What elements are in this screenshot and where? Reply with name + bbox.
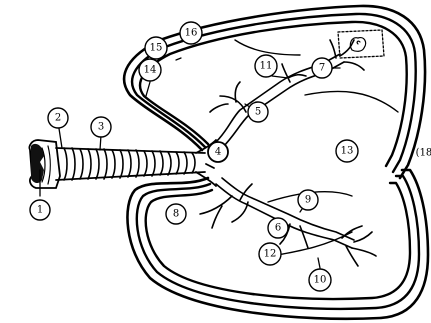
upper-branch-b [210,104,228,112]
svg-text:13: 13 [341,146,354,157]
callout-10: 10 [309,269,331,291]
svg-text:5: 5 [255,107,261,118]
lower-lung-surface [146,183,410,299]
svg-text:10: 10 [314,275,327,286]
svg-text:(18: (18 [416,148,431,159]
alveolus-dotted-box [338,30,384,58]
upper-fissure-2 [305,91,398,112]
callout-9: 9 [298,190,318,210]
callout-11: 11 [255,55,277,77]
svg-text:6: 6 [275,223,281,234]
lower-branch-a [200,196,232,228]
svg-text:1: 1 [37,205,43,216]
callout-15: 15 [145,37,167,59]
upper-branch-a [220,82,246,112]
callout-7: 7 [312,58,332,78]
alveolus-sac [350,38,365,52]
callout-12: 12 [259,243,281,265]
callout-14: 14 [139,59,161,81]
callout-4: 4 [208,142,228,162]
svg-text:11: 11 [260,61,273,72]
svg-text:4: 4 [215,147,221,158]
callout-5: 5 [248,102,268,122]
callout-edge-partial: (18 [416,148,431,159]
svg-text:15: 15 [150,43,163,54]
svg-text:3: 3 [98,122,104,133]
svg-text:2: 2 [55,113,61,124]
svg-text:14: 14 [144,65,157,76]
upper-fissure-1 [235,40,300,55]
callout-2: 2 [48,108,68,128]
svg-text:9: 9 [305,195,311,206]
svg-text:12: 12 [264,249,277,260]
lower-lung [127,170,428,319]
callout-6: 6 [268,218,288,238]
upper-pleura-middle [132,14,416,172]
leader-lines [40,58,340,268]
callout-16: 16 [180,22,202,44]
upper-bronchial-tree [210,30,384,148]
callout-13: 13 [336,140,358,162]
svg-text:16: 16 [185,28,198,39]
callout-8: 8 [166,204,186,224]
callout-3: 3 [91,117,111,137]
callout-1: 1 [30,200,50,220]
upper-lung-surface [140,22,407,166]
svg-text:8: 8 [173,209,179,220]
upper-branch-d [330,40,364,70]
trachea [29,140,216,188]
svg-text:7: 7 [319,63,325,74]
